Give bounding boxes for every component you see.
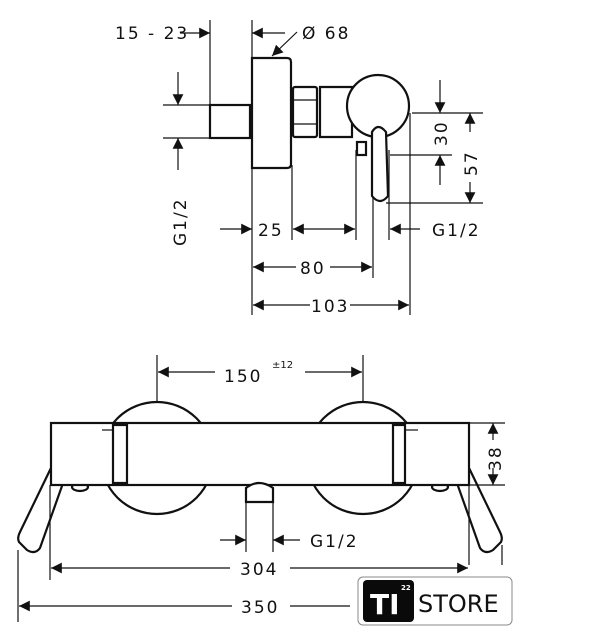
front-view: 150 ±12 G1/2 304 350 38 [17,355,506,622]
svg-text:TI: TI [370,588,400,621]
dim-57: 57 [462,150,482,176]
dim-spacing: 150 [224,367,262,387]
dim-thread-right: G1/2 [432,221,481,241]
dim-25: 25 [258,221,284,241]
dim-103: 103 [311,297,349,317]
dim-tolerance: ±12 [272,360,293,371]
dim-304: 304 [240,560,278,580]
ti22-store-logo: TI 22 STORE [357,576,513,626]
dim-thread-outlet: G1/2 [310,532,359,552]
dim-diameter: Ø 68 [302,24,350,44]
dim-30: 30 [432,120,452,146]
dim-80: 80 [300,259,326,279]
dim-350: 350 [241,598,279,618]
outlet-spout [244,481,275,504]
side-view: 15 - 23 Ø 68 G1/2 25 G1/2 80 103 30 57 [115,20,483,317]
dim-depth-range: 15 - 23 [115,24,189,44]
lever-handle [370,125,390,203]
svg-text:22: 22 [401,584,411,592]
dim-height: 38 [486,445,506,471]
svg-text:STORE: STORE [418,590,499,618]
wall-flange [250,56,293,170]
dim-thread-left: G1/2 [171,197,191,246]
left-lever [17,467,64,554]
valve-body [318,85,354,139]
hex-nut [291,85,319,139]
pipe-stub [208,103,252,140]
